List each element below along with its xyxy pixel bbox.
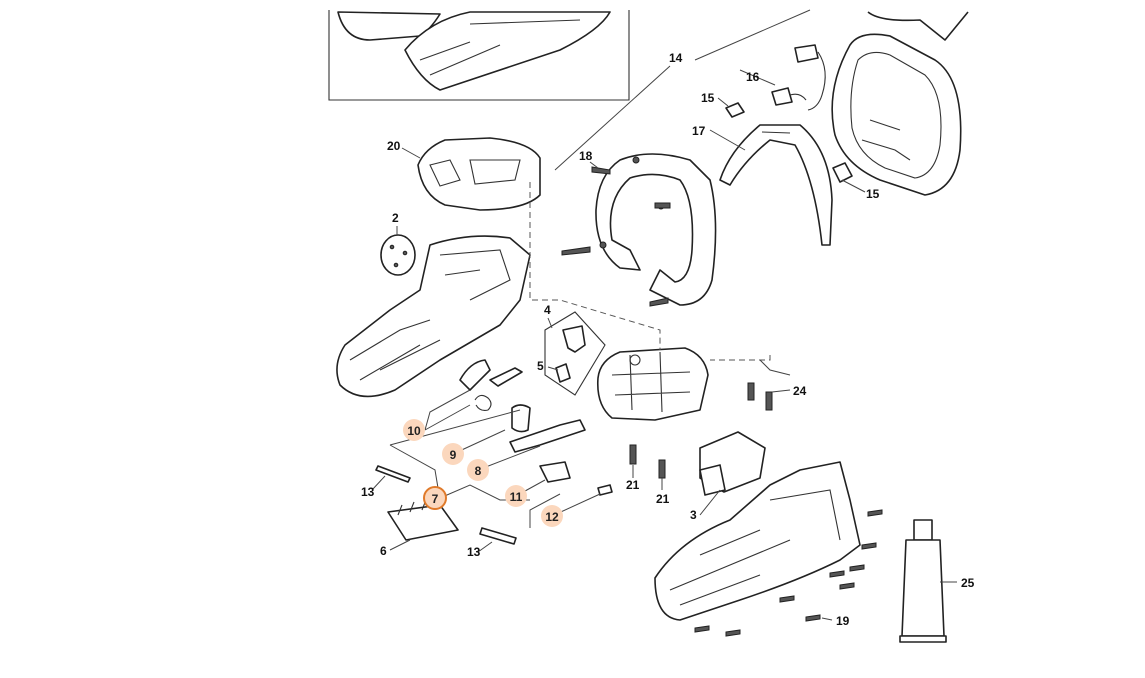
callout-11-highlight[interactable]: 11 — [505, 485, 527, 507]
callout-10: 10 — [407, 424, 421, 438]
main-housing-bottom-right — [654, 461, 861, 621]
handle-housing-top-right — [831, 11, 969, 196]
callout-10-highlight[interactable]: 10 — [403, 419, 425, 441]
callout-12: 12 — [545, 510, 559, 524]
callout-21-right[interactable]: 21 — [656, 492, 670, 506]
callout-8: 8 — [475, 464, 482, 478]
center-housing — [596, 347, 709, 421]
assembly-lines — [529, 182, 771, 361]
part-2-disc — [380, 234, 416, 276]
callout-9-highlight[interactable]: 9 — [442, 443, 464, 465]
callout-21-left[interactable]: 21 — [626, 478, 640, 492]
callout-18[interactable]: 18 — [579, 149, 593, 163]
part-16-switch-cable — [771, 44, 826, 111]
part-17-bow-handle — [719, 124, 833, 246]
callout-14[interactable]: 14 — [669, 51, 683, 65]
callout-20[interactable]: 20 — [387, 139, 401, 153]
callout-9: 9 — [450, 448, 457, 462]
callout-15-right[interactable]: 15 — [866, 187, 880, 201]
small-parts-group — [459, 359, 613, 496]
part-14-front-handle — [595, 153, 717, 306]
callout-3[interactable]: 3 — [690, 508, 697, 522]
callout-4[interactable]: 4 — [544, 303, 551, 317]
callout-19[interactable]: 19 — [836, 614, 850, 628]
part-15-clips — [725, 102, 853, 183]
callout-16[interactable]: 16 — [746, 70, 760, 84]
callout-11: 11 — [510, 490, 523, 504]
callout-labels: 14 16 15 17 18 15 20 2 4 5 24 21 21 13 6… — [361, 51, 975, 628]
highlighted-callouts: 10 9 8 7 11 12 — [403, 419, 563, 527]
screws-24-21 — [629, 382, 773, 479]
part-4-trigger — [544, 311, 606, 396]
callout-24[interactable]: 24 — [793, 384, 807, 398]
screws-19 — [694, 509, 883, 637]
callout-13-bottom[interactable]: 13 — [467, 545, 481, 559]
main-housing-left — [336, 235, 531, 398]
callout-7-selected[interactable]: 7 — [423, 486, 447, 510]
part-20-cover — [417, 137, 541, 211]
callout-5[interactable]: 5 — [537, 359, 544, 373]
callout-8-highlight[interactable]: 8 — [467, 459, 489, 481]
callout-6[interactable]: 6 — [380, 544, 387, 558]
part-25-grease-tube — [899, 519, 947, 643]
part-3-block — [699, 431, 766, 496]
screws-18 — [561, 166, 671, 307]
callout-15-top[interactable]: 15 — [701, 91, 715, 105]
parts-13-6 — [375, 465, 517, 545]
callout-12-highlight[interactable]: 12 — [541, 505, 563, 527]
callout-13-left[interactable]: 13 — [361, 485, 375, 499]
inset-detail-frame — [328, 10, 630, 101]
callout-17[interactable]: 17 — [692, 124, 706, 138]
callout-7: 7 — [432, 492, 439, 506]
callout-2[interactable]: 2 — [392, 211, 399, 225]
callout-25[interactable]: 25 — [961, 576, 975, 590]
